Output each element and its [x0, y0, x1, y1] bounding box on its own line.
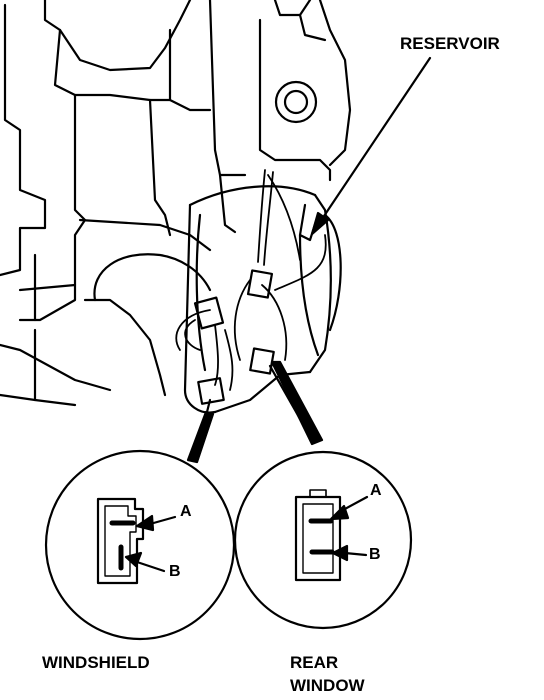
engine-compartment — [0, 0, 352, 407]
reservoir-arrowhead — [310, 211, 330, 236]
rear-window-pin-a-label: A — [370, 482, 382, 499]
reservoir-body — [93, 185, 342, 414]
reservoir-label: RESERVOIR — [400, 34, 500, 53]
windshield-pump-connector — [193, 296, 225, 405]
windshield-pin-b-label: B — [169, 563, 181, 580]
windshield-pin-a-label: A — [180, 503, 192, 520]
rear-window-label-line2: WINDOW — [290, 676, 365, 695]
windshield-callout-wedge — [186, 410, 215, 464]
rear-pump-connector — [246, 269, 275, 375]
windshield-connector-callout — [44, 449, 236, 641]
rear-callout-wedge — [270, 360, 324, 446]
rear-window-label-line1: REAR — [290, 653, 339, 672]
washer-hoses — [175, 169, 327, 391]
windshield-label: WINDSHIELD — [42, 653, 150, 672]
rear-window-pin-b-label: B — [369, 546, 381, 563]
rear-window-connector-callout — [233, 450, 413, 630]
reservoir-leader-line — [318, 56, 432, 224]
